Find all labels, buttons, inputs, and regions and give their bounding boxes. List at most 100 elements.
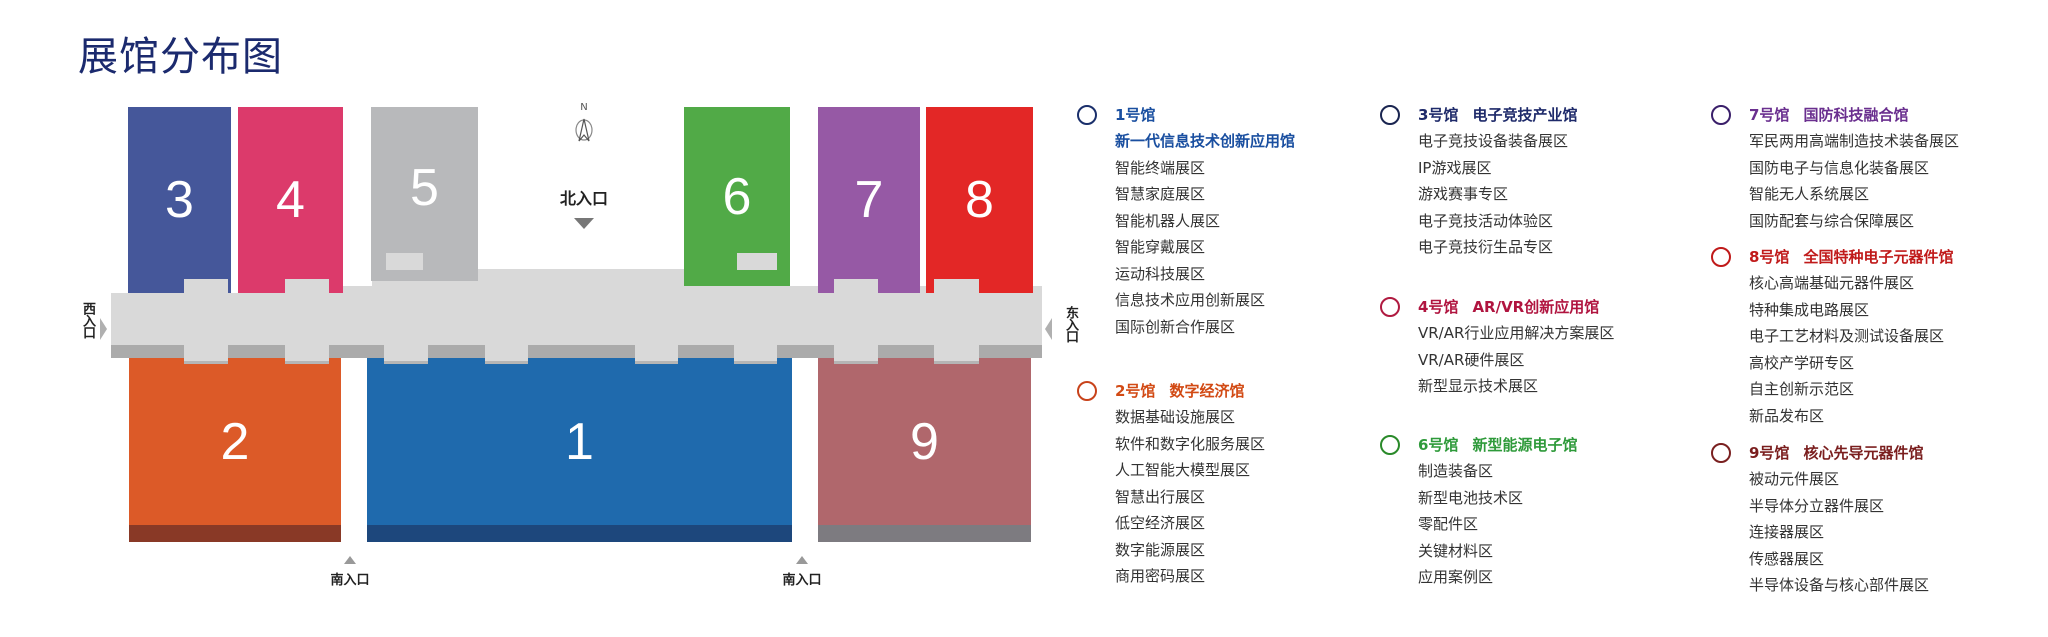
hall-9-base [818,525,1031,542]
connector [934,279,979,294]
hall-1[interactable]: 1 [367,358,792,525]
east-entrance-arrow-icon [1045,318,1052,340]
hall-9-label: 9 [910,412,939,471]
zone-item: 国防配套与综合保障展区 [1749,211,1915,230]
hall-marker-icon [1711,105,1731,125]
zone-item: 智能终端展区 [1115,158,1206,177]
hall-heading: 9号馆核心先导元器件馆 [1749,443,1923,463]
hall-name: 电子竞技产业馆 [1472,106,1578,124]
connector [737,253,777,270]
zone-item: IP游戏展区 [1418,158,1492,177]
hall-8-label: 8 [965,171,994,229]
zone-item: 数字能源展区 [1115,540,1206,559]
main-corridor [111,293,1042,345]
corridor-edge [330,286,1042,294]
hall-number: 3号馆 [1418,106,1459,124]
zone-item: 半导体分立器件展区 [1749,496,1885,515]
hall-name: 新一代信息技术创新应用馆 [1115,132,1296,150]
hall-9[interactable]: 9 [818,358,1031,525]
hall-marker-icon [1380,435,1400,455]
north-entrance-arrow-icon [574,218,594,229]
hall-3[interactable]: 3 [128,107,231,293]
hall-1-label: 1 [565,412,594,471]
zone-item: 智慧家庭展区 [1115,185,1206,203]
zone-item: 军民两用高端制造技术装备展区 [1749,132,1960,150]
hall-marker-icon [1711,443,1731,463]
hall-2-base [129,525,341,542]
hall-5[interactable]: 5 [371,107,478,281]
connector [934,345,979,364]
zone-item: 零配件区 [1418,515,1479,533]
zone-item: 商用密码展区 [1115,567,1206,585]
zone-item: 连接器展区 [1749,523,1825,541]
south-entrance-1-label: 南入口 [330,573,370,588]
connector [184,345,228,364]
hall-number: 4号馆 [1418,298,1459,316]
zone-item: VR/AR行业应用解决方案展区 [1418,324,1615,342]
hall-number: 7号馆 [1749,106,1790,124]
connector [635,345,678,364]
west-entrance-label: 西入口 [80,302,95,338]
hall-heading: 2号馆数字经济馆 [1115,381,1244,401]
hall-5-label: 5 [410,159,439,217]
hall-2-label: 2 [220,412,250,471]
hall-4-label: 4 [276,171,305,229]
hall-heading: 4号馆 AR/VR创新应用馆 [1418,297,1599,317]
zone-item: 软件和数字化服务展区 [1115,434,1266,453]
hall-heading: 8号馆全国特种电子元器件馆 [1749,247,1953,267]
connector [734,345,777,364]
zone-item: 游戏赛事专区 [1418,185,1509,203]
hall-name: AR/VR创新应用馆 [1472,298,1600,316]
connector [184,279,228,294]
south-entrance-2-label: 南入口 [782,573,822,588]
zone-item: 特种集成电路展区 [1749,300,1870,319]
zone-item: 自主创新示范区 [1749,380,1855,398]
zone-item: 关键材料区 [1418,541,1494,560]
zone-item: 信息技术应用创新展区 [1115,291,1266,309]
zone-item: 核心高端基础元器件展区 [1749,274,1915,292]
connector [834,279,878,294]
zone-item: 新型显示技术展区 [1418,377,1539,395]
hall-8[interactable]: 8 [926,107,1033,293]
connector [386,253,423,270]
compass-icon [575,118,593,142]
east-entrance-label: 东入口 [1063,306,1078,342]
zone-item: 国际创新合作展区 [1115,317,1236,336]
hall-2[interactable]: 2 [129,358,341,525]
hall-number: 1号馆 [1115,106,1156,124]
hall-3-label: 3 [165,171,194,229]
connector [384,345,428,364]
hall-heading: 1号馆 [1115,105,1155,125]
connector [285,345,329,364]
hall-number: 9号馆 [1749,444,1790,462]
zone-item: 运动科技展区 [1115,264,1206,283]
connector [285,279,329,294]
corridor-shadow [111,345,1042,358]
south-entrance-arrow-icon [344,556,356,564]
zone-item: 半导体设备与核心部件展区 [1749,576,1930,594]
zone-item: 电子竞技设备装备展区 [1418,132,1569,150]
zone-item: 电子工艺材料及测试设备展区 [1749,327,1945,345]
zone-item: VR/AR硬件展区 [1418,350,1525,369]
hall-number: 8号馆 [1749,248,1790,266]
hall-6-label: 6 [722,167,752,226]
hall-marker-icon [1380,105,1400,125]
hall-7-label: 7 [854,171,884,229]
zone-item: 智慧出行展区 [1115,487,1206,506]
hall-marker-icon [1077,381,1097,401]
zone-item: 制造装备区 [1418,462,1494,480]
page-title: 展馆分布图 [78,34,283,80]
hall-7[interactable]: 7 [818,107,920,293]
hall-name: 国防科技融合馆 [1803,106,1909,124]
zone-item: 新型电池技术区 [1418,488,1524,507]
hall-number: 6号馆 [1418,436,1459,454]
zone-item: 传感器展区 [1749,549,1825,568]
hall-4[interactable]: 4 [238,107,343,293]
zone-item: 新品发布区 [1749,406,1825,425]
hall-name: 新型能源电子馆 [1472,436,1578,454]
zone-item: 智能穿戴展区 [1115,238,1206,256]
connector [834,345,878,364]
south-entrance-arrow-icon [796,556,808,564]
hall-name: 全国特种电子元器件馆 [1803,248,1954,266]
hall-marker-icon [1380,297,1400,317]
